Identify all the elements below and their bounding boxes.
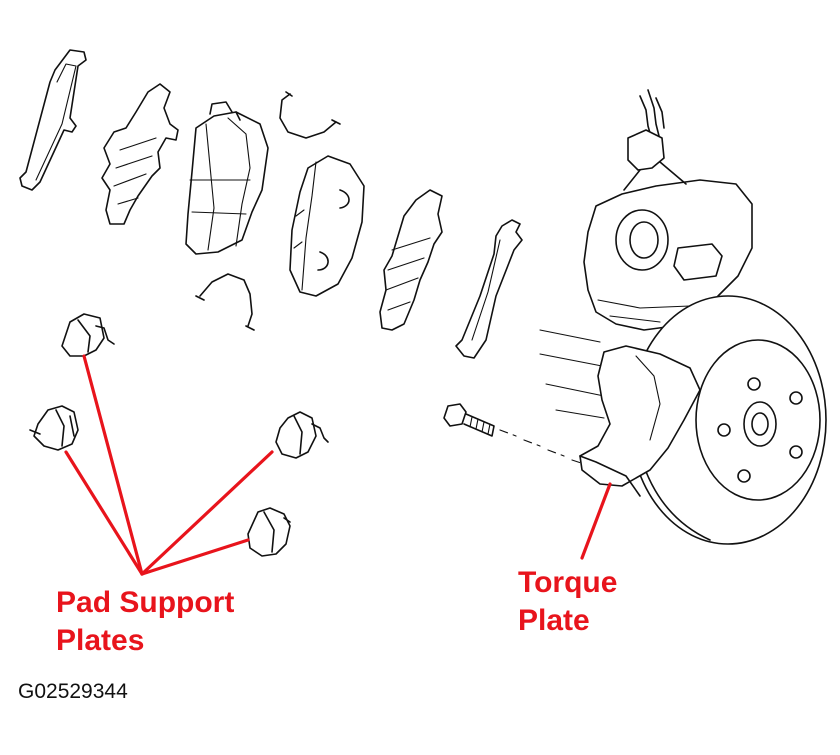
torque-plate-leader bbox=[580, 482, 612, 560]
pad-support-label-line2: Plates bbox=[56, 624, 145, 657]
pad-support-label: Pad Support Plates bbox=[56, 584, 234, 660]
pad-support-plate-1 bbox=[61, 313, 115, 357]
outer-shim-right bbox=[455, 219, 523, 359]
outer-shim-left bbox=[19, 49, 87, 191]
shim-left-2 bbox=[101, 83, 179, 225]
pad-support-leaders bbox=[64, 354, 274, 576]
torque-plate-label-line1: Torque bbox=[518, 566, 618, 599]
brake-disc bbox=[629, 295, 827, 545]
pad-support-plate-3 bbox=[275, 411, 329, 459]
shim-right-1 bbox=[379, 189, 443, 331]
torque-plate-label: Torque Plate bbox=[518, 564, 617, 640]
bolt bbox=[443, 403, 585, 465]
figure-code: G02529344 bbox=[18, 680, 128, 703]
pad-support-plate-4 bbox=[247, 507, 291, 557]
torque-plate-label-line2: Plate bbox=[518, 604, 590, 637]
caliper bbox=[539, 89, 753, 419]
anti-rattle-spring-bottom bbox=[199, 273, 253, 327]
anti-rattle-spring-top bbox=[279, 93, 337, 139]
torque-plate bbox=[579, 345, 701, 497]
pad-support-label-line1: Pad Support bbox=[56, 586, 235, 619]
pad-support-plate-2 bbox=[29, 405, 79, 451]
brake-pad-outer bbox=[185, 101, 269, 255]
brake-pad-inner bbox=[289, 155, 365, 297]
